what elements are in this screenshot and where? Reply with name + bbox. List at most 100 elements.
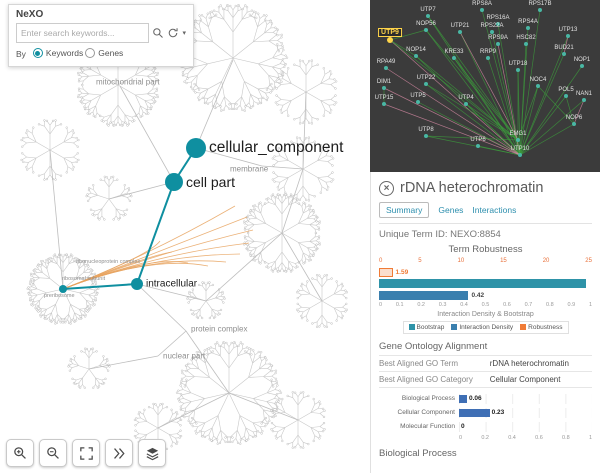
tree-canvas[interactable] xyxy=(0,0,370,473)
network-node[interactable] xyxy=(452,56,456,60)
network-node[interactable] xyxy=(480,8,484,12)
tab-summary[interactable]: Summary xyxy=(379,202,430,218)
radio-circle-icon xyxy=(32,48,43,58)
network-node[interactable] xyxy=(566,34,570,38)
network-node[interactable] xyxy=(384,66,388,70)
interaction-density: 0.42 xyxy=(379,290,592,300)
axis-tick: 0.8 xyxy=(546,302,554,309)
close-icon[interactable]: × xyxy=(379,180,394,196)
axis-tick: 0.6 xyxy=(535,434,543,441)
term-id: Unique Term ID: NEXO:8854 xyxy=(379,229,501,240)
network-node[interactable] xyxy=(496,22,500,26)
axis-tick: 10 xyxy=(457,258,465,264)
axis-tick: 0.5 xyxy=(481,302,490,309)
tree-node[interactable] xyxy=(59,285,67,293)
alignment-plot: 0.06 xyxy=(459,393,592,404)
axis-tick: 0 xyxy=(379,302,383,309)
network-node[interactable] xyxy=(562,52,566,56)
table-value: rDNA heterochromatin xyxy=(489,358,569,368)
legend-label: Robustness xyxy=(528,323,563,331)
network-node[interactable] xyxy=(464,102,468,106)
network-node[interactable] xyxy=(490,30,494,34)
network-node[interactable] xyxy=(516,138,520,142)
network-canvas[interactable] xyxy=(370,0,600,172)
search-input[interactable] xyxy=(16,23,150,43)
radio-label: Keywords xyxy=(45,48,84,58)
network-node[interactable] xyxy=(486,56,490,60)
network-node[interactable] xyxy=(458,30,462,34)
detail-tabs: Summary Genes Interactions xyxy=(379,202,592,224)
network-node[interactable] xyxy=(518,153,522,157)
search-icon[interactable] xyxy=(152,27,164,39)
network-node[interactable] xyxy=(416,100,420,104)
network-node[interactable] xyxy=(424,82,428,86)
expand-collapse-button[interactable] xyxy=(105,439,133,467)
axis-tick: 0.2 xyxy=(481,434,489,441)
bootstrap-bar xyxy=(379,279,586,289)
tab-genes[interactable]: Genes xyxy=(438,205,464,215)
axis-tick: 1 xyxy=(588,302,592,309)
network-node[interactable] xyxy=(538,8,542,12)
tree-node[interactable] xyxy=(186,138,206,158)
network-node[interactable] xyxy=(526,26,530,30)
network-node[interactable] xyxy=(564,94,568,98)
network-node[interactable] xyxy=(382,86,386,90)
axis-tick: 0.4 xyxy=(460,302,468,309)
zoom-out-button[interactable] xyxy=(39,439,67,467)
fit-screen-button[interactable] xyxy=(72,439,100,467)
axis-tick: 0.9 xyxy=(567,302,576,309)
tree-node[interactable] xyxy=(131,278,143,290)
axis-tick: 5 xyxy=(418,258,422,264)
alignment-plot: 0.23 xyxy=(459,407,592,418)
network-node[interactable] xyxy=(426,14,430,18)
zoom-out-icon xyxy=(46,446,59,459)
interaction-density-value: 0.42 xyxy=(471,291,485,299)
refresh-icon[interactable] xyxy=(167,27,179,39)
network-node[interactable] xyxy=(382,102,386,106)
legend-swatch xyxy=(408,323,415,330)
radio-circle-icon xyxy=(85,48,96,58)
robustness-value: 1.59 xyxy=(395,268,409,276)
radio-genes[interactable]: Genes xyxy=(85,48,123,58)
network-node[interactable] xyxy=(582,98,586,102)
tab-interactions[interactable]: Interactions xyxy=(472,205,517,215)
axis-tick: 15 xyxy=(500,258,507,264)
axis-tick: 1 xyxy=(588,434,592,441)
axis-tick: 0.7 xyxy=(524,302,533,309)
expand-collapse-icon xyxy=(113,447,125,459)
caret-down-icon[interactable]: ▾ xyxy=(182,30,186,37)
network-node[interactable] xyxy=(414,54,418,58)
network-node[interactable] xyxy=(424,134,428,138)
go-alignment-title: Gene Ontology Alignment xyxy=(379,340,488,352)
network-node[interactable] xyxy=(572,122,576,126)
network-node[interactable] xyxy=(524,42,528,46)
layers-button[interactable] xyxy=(138,439,166,467)
network-node[interactable] xyxy=(387,37,393,43)
network-node[interactable] xyxy=(424,28,428,32)
table-value: Cellular Component xyxy=(489,374,561,384)
network-node[interactable] xyxy=(476,144,480,148)
legend-item: Bootstrap xyxy=(408,323,444,331)
network-node[interactable] xyxy=(580,64,584,68)
radio-keywords[interactable]: Keywords xyxy=(32,48,84,58)
network-node[interactable] xyxy=(496,42,500,46)
zoom-in-button[interactable] xyxy=(6,439,34,467)
robustness-section-title: Term Robustness xyxy=(448,244,523,255)
network-node[interactable] xyxy=(516,68,520,72)
network-node[interactable] xyxy=(536,84,540,88)
robustness-bar xyxy=(379,267,393,277)
tree-node[interactable] xyxy=(165,173,183,191)
robustness-axis-label: Interaction Density & Bootstrap xyxy=(437,310,534,318)
axis-tick: 20 xyxy=(542,258,550,264)
